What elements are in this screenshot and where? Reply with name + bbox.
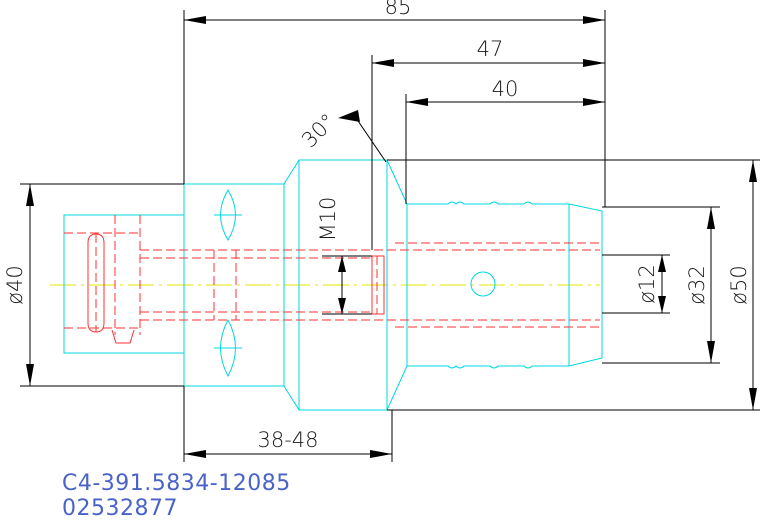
body-top-edge (407, 201, 569, 205)
flange-outline (283, 159, 388, 411)
coupling-body (183, 183, 285, 387)
dimension-lines (20, 10, 760, 462)
body-taper (386, 159, 408, 411)
hidden-lines (64, 215, 600, 344)
recess (87, 233, 105, 333)
slot-top (220, 189, 236, 241)
thread-m10 (371, 255, 385, 315)
dim-range: 38-48 (257, 428, 318, 452)
body-bottom-edge (407, 365, 569, 369)
dim-dia-12: ø12 (635, 264, 659, 304)
dim-dia-40: ø40 (3, 265, 27, 305)
cross-hole (470, 271, 496, 297)
dim-thread: M10 (316, 197, 340, 242)
dim-angle: 30° (297, 109, 340, 152)
part-number: 02532877 (62, 496, 178, 521)
dim-length-47: 47 (477, 37, 504, 61)
shank-outline (63, 214, 184, 354)
slot-bottom (220, 318, 236, 378)
part-code: C4-391.5834-12085 (62, 471, 291, 496)
part-outline (63, 159, 603, 411)
dim-dia-32: ø32 (685, 265, 709, 305)
nose-outline (568, 203, 603, 367)
dim-dia-50: ø50 (727, 265, 751, 305)
dim-overall-length: 85 (385, 0, 412, 19)
dim-length-40: 40 (492, 77, 519, 101)
